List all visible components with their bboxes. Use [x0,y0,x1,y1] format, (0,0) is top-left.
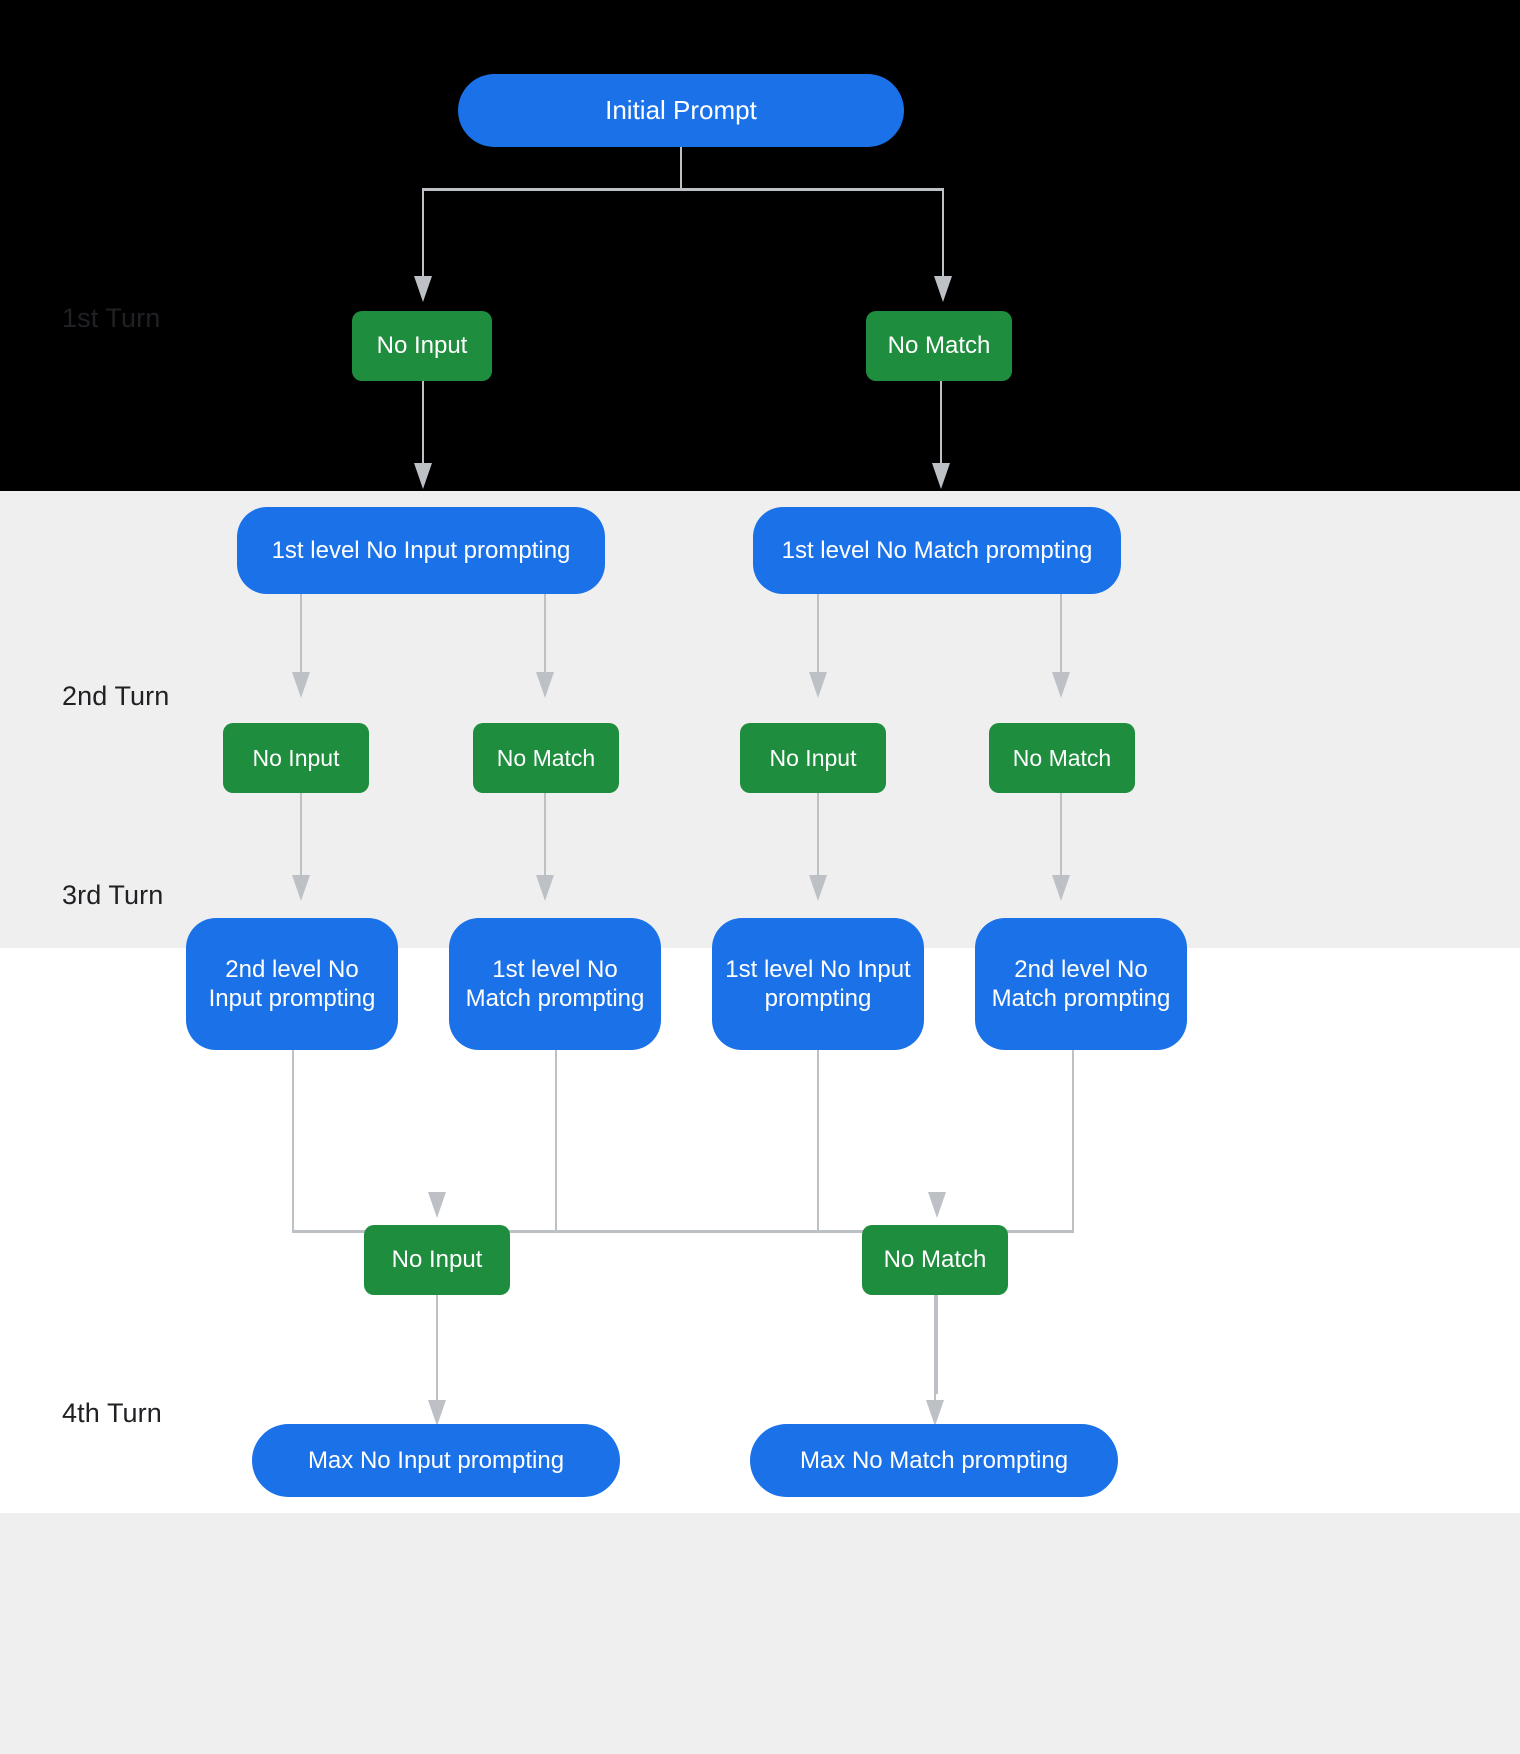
arrowhead-no-input-to-prompt [414,463,432,489]
node-prompt-2nd-level-no-match-label: 2nd level No Match prompting [991,955,1171,1012]
node-prompt-2nd-level-no-input[interactable]: 2nd level No Input prompting [186,918,398,1050]
node-prompt-1st-level-no-input-b-label: 1st level No Input prompting [725,955,911,1012]
node-prompt-1st-level-no-match[interactable]: 1st level No Match prompting [753,507,1121,594]
node-prompt-1st-level-no-match-b[interactable]: 1st level No Match prompting [449,918,661,1050]
connector-t3p4-down [1072,1050,1074,1232]
node-turn2-no-match-a-label: No Match [496,744,596,771]
node-turn2-no-input-b[interactable]: No Input [740,723,886,793]
turn-band-4 [0,1513,1520,1754]
arrowhead-ni2-to-prompt [292,875,310,901]
connector-initial-stem [680,144,682,190]
node-initial-prompt[interactable]: Initial Prompt [458,74,904,147]
arrowhead-initial-to-no-match [934,276,952,302]
node-prompt-max-no-match-label: Max No Match prompting [799,1446,1069,1474]
node-turn1-no-input-label: No Input [376,332,468,360]
arrowhead-ni2b-to-prompt [809,875,827,901]
connector-p2-to-no-match-2 [1060,592,1062,674]
connector-t3p3-down [817,1050,819,1232]
node-prompt-1st-level-no-input-b[interactable]: 1st level No Input prompting [712,918,924,1050]
arrowhead-nm2b-to-prompt [1052,875,1070,901]
node-prompt-2nd-level-no-match[interactable]: 2nd level No Match prompting [975,918,1187,1050]
node-initial-prompt-label: Initial Prompt [605,94,757,125]
arrowhead-ni3-to-max [428,1400,446,1426]
arrowhead-bus-to-no-input-3 [428,1192,446,1218]
arrowhead-p1-to-no-match-2 [536,672,554,698]
arrowhead-no-match-to-prompt [932,463,950,489]
arrowhead-bus-to-no-match-3 [928,1192,946,1218]
connector-nm2-to-prompt [544,792,546,877]
node-turn2-no-match-b[interactable]: No Match [989,723,1135,793]
arrowhead-p2-to-no-input-2 [809,672,827,698]
node-turn3-no-match-label: No Match [883,1246,987,1274]
turn-label-1st: 1st Turn [62,303,161,333]
turn-label-2nd: 2nd Turn [62,681,170,711]
node-turn1-no-match-label: No Match [887,332,991,360]
connector-turn3-merge-bus [292,1230,1074,1233]
node-prompt-1st-level-no-match-label: 1st level No Match prompting [781,536,1093,564]
connector-p1-to-no-input-2 [300,592,302,674]
node-turn2-no-match-a[interactable]: No Match [473,723,619,793]
arrowhead-initial-to-no-input [414,276,432,302]
node-turn2-no-match-b-label: No Match [1012,744,1112,771]
connector-no-match-to-prompt [940,379,942,465]
connector-t3p2-down [555,1050,557,1232]
connector-p1-to-no-match-2 [544,592,546,674]
node-turn2-no-input-a[interactable]: No Input [223,723,369,793]
node-turn2-no-input-a-label: No Input [252,744,340,771]
arrowhead-p1-to-no-input-2 [292,672,310,698]
node-turn3-no-match[interactable]: No Match [862,1225,1008,1295]
node-turn3-no-input-label: No Input [391,1246,483,1274]
node-prompt-1st-level-no-input[interactable]: 1st level No Input prompting [237,507,605,594]
node-prompt-1st-level-no-input-label: 1st level No Input prompting [271,536,571,564]
connector-p2-to-no-input-2 [817,592,819,674]
node-prompt-max-no-input[interactable]: Max No Input prompting [252,1424,620,1497]
node-prompt-max-no-input-label: Max No Input prompting [307,1446,565,1474]
node-prompt-1st-level-no-match-b-label: 1st level No Match prompting [465,955,645,1012]
connector-initial-to-no-input [422,188,424,278]
arrowhead-p2-to-no-match-2 [1052,672,1070,698]
connector-ni2-to-prompt [300,792,302,877]
connector-nm3-to-max [934,1295,936,1403]
connector-ni3-to-max [436,1295,438,1403]
arrowhead-nm2-to-prompt [536,875,554,901]
turn-label-3rd: 3rd Turn [62,880,164,910]
node-turn3-no-input[interactable]: No Input [364,1225,510,1295]
connector-ni2b-to-prompt [817,792,819,877]
node-turn1-no-input[interactable]: No Input [352,311,492,381]
connector-initial-bus [422,188,944,191]
node-prompt-max-no-match[interactable]: Max No Match prompting [750,1424,1118,1497]
connector-initial-to-no-match [942,188,944,278]
connector-t3p1-down [292,1050,294,1232]
connector-no-input-to-prompt [422,379,424,465]
turn-label-4th: 4th Turn [62,1398,162,1428]
node-prompt-2nd-level-no-input-label: 2nd level No Input prompting [208,955,376,1012]
node-turn1-no-match[interactable]: No Match [866,311,1012,381]
connector-nm2b-to-prompt [1060,792,1062,877]
node-turn2-no-input-b-label: No Input [769,744,857,771]
connector-bus-to-no-match-3 [936,1230,938,1394]
arrowhead-nm3-to-max [926,1400,944,1426]
